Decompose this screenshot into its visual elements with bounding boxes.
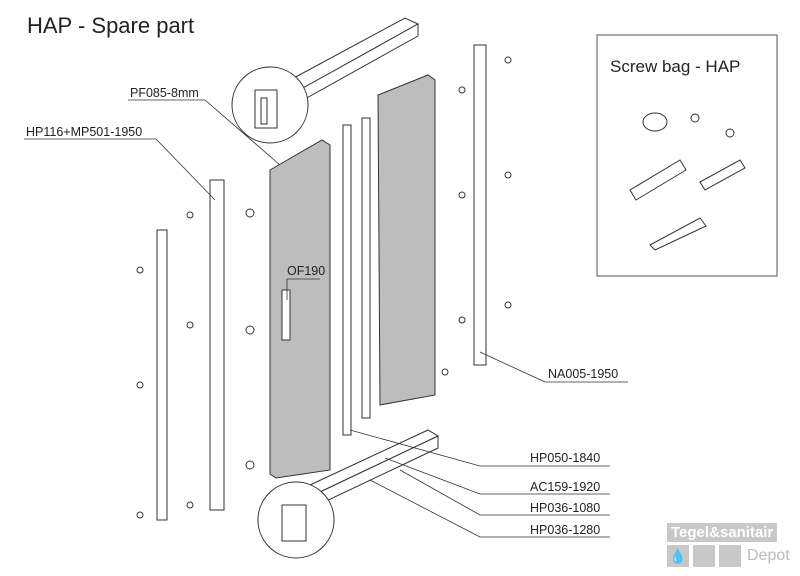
middle-profiles <box>342 117 371 436</box>
logo-square <box>693 545 715 567</box>
wall-plug-icon <box>629 159 687 201</box>
svg-text:NA005-1950: NA005-1950 <box>548 367 618 381</box>
svg-text:HP036-1080: HP036-1080 <box>530 501 600 515</box>
watermark-logo: Tegel&sanitair 💧 Depot <box>667 523 797 567</box>
long-screw-icon <box>649 217 707 251</box>
water-drop-icon: 💧 <box>667 545 689 567</box>
label-of190: OF190 <box>286 264 325 300</box>
screws-and-plugs <box>136 56 512 519</box>
watermark-bottom: Depot <box>747 547 790 564</box>
screw-icon <box>699 159 746 191</box>
right-wall-profile <box>473 44 487 366</box>
screw-bag-title: Screw bag - HAP <box>610 57 740 76</box>
watermark-top: Tegel&sanitair <box>667 523 778 542</box>
svg-text:HP036-1280: HP036-1280 <box>530 523 600 537</box>
detail-circle-bottom <box>257 481 335 559</box>
door-glass-right <box>377 74 436 406</box>
label-hp116: HP116+MP501-1950 <box>24 125 216 201</box>
door-glass-left <box>269 139 331 479</box>
label-na005: NA005-1950 <box>479 351 628 383</box>
svg-text:HP050-1840: HP050-1840 <box>530 451 600 465</box>
page-title: HAP - Spare part <box>27 13 194 38</box>
label-hp036-1080: HP036-1080 <box>399 469 610 516</box>
svg-text:HP116+MP501-1950: HP116+MP501-1950 <box>26 125 142 139</box>
handle-of190 <box>281 289 291 341</box>
svg-text:AC159-1920: AC159-1920 <box>530 480 600 494</box>
small-cap-icon <box>690 113 700 123</box>
detail-circle-top <box>231 66 309 144</box>
label-hp036-1280: HP036-1280 <box>369 479 610 538</box>
svg-text:OF190: OF190 <box>287 264 325 278</box>
cap-icon <box>642 112 668 132</box>
left-wall-profile <box>156 179 225 521</box>
washer-icon <box>725 128 735 138</box>
label-hp050: HP050-1840 <box>349 429 610 467</box>
label-ac159: AC159-1920 <box>384 457 610 495</box>
screw-bag-panel: Screw bag - HAP <box>596 34 778 277</box>
logo-square <box>719 545 741 567</box>
label-pf085: PF085-8mm <box>128 86 281 166</box>
svg-text:PF085-8mm: PF085-8mm <box>130 86 199 100</box>
